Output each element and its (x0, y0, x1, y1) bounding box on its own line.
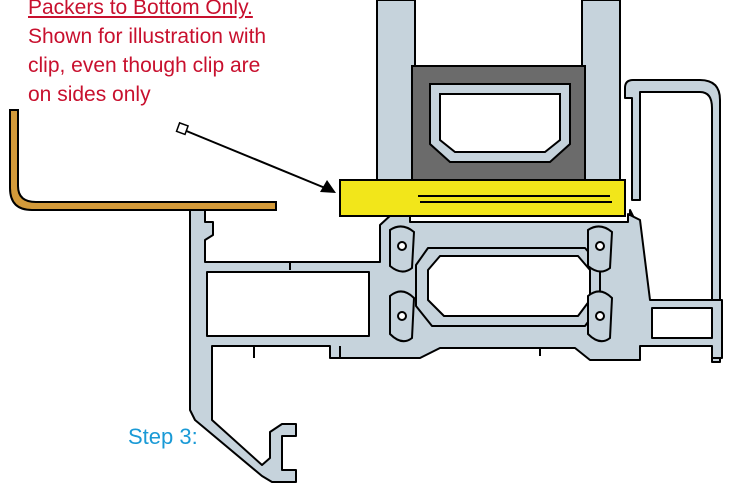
annotation-line-3: on sides only (28, 83, 151, 106)
thermal-break-gaskets (389, 225, 614, 343)
glazing-packer (339, 179, 626, 217)
glazing-clip (9, 109, 277, 211)
profile-drips (253, 262, 541, 358)
profile-chambers (206, 247, 713, 339)
packer-clip-in-place (418, 195, 612, 203)
annotation-line-1: Shown for illustration with (28, 25, 267, 48)
annotation-heading: Packers to Bottom Only. (28, 0, 253, 19)
annotation-line-2: clip, even though clip are (28, 54, 261, 77)
arrow-icon (175, 121, 336, 193)
packer-annotation: Packers to Bottom Only. Shown for illust… (28, 0, 388, 109)
spacer-bar-inner (439, 93, 561, 153)
step-label: Step 3: (128, 424, 198, 449)
